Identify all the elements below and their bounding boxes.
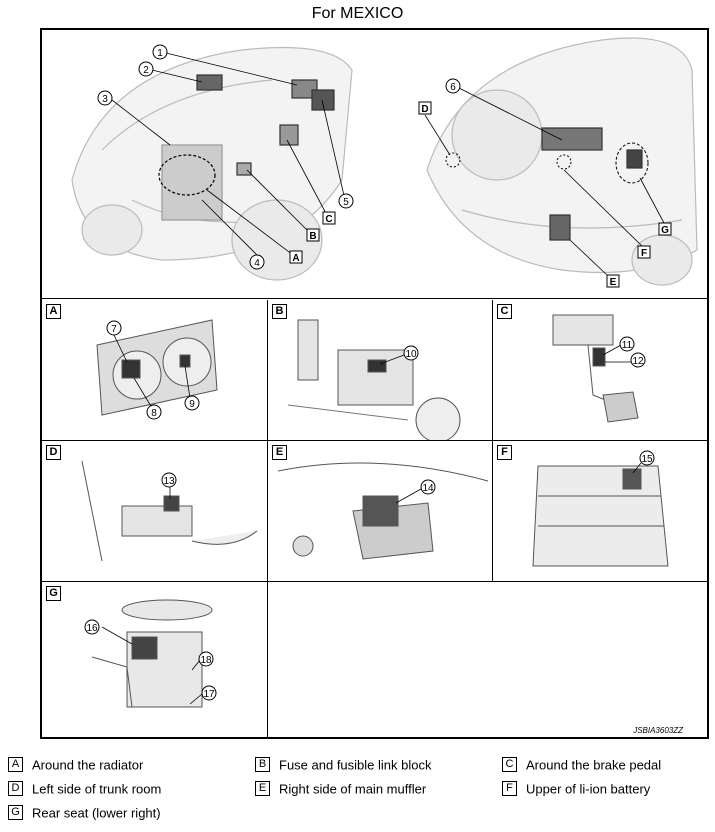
panel-A-drawing: 7 8 9 xyxy=(96,319,218,420)
panel-D: D 13 xyxy=(42,441,268,582)
panel-G: G 16 18 17 xyxy=(42,582,268,737)
callout-label: 7 xyxy=(111,324,117,335)
panel-C: C 11 12 xyxy=(493,300,707,441)
callout-label: 18 xyxy=(200,655,212,666)
callout-6: 6 xyxy=(450,82,456,93)
panel-F-drawing: 15 xyxy=(532,450,669,567)
panel-E-drawing: 14 xyxy=(277,462,489,560)
panel-A-tag: A xyxy=(46,304,61,319)
rear-leader-lines xyxy=(424,87,665,276)
panel-E: E 14 xyxy=(268,441,493,582)
panel-F-tag: F xyxy=(497,445,512,460)
diagram-code: JSBIA3603ZZ xyxy=(633,726,683,735)
callout-label: 14 xyxy=(422,483,434,494)
callout-label: 8 xyxy=(151,408,157,419)
callout-1: 1 xyxy=(157,48,163,59)
callout-2: 2 xyxy=(143,65,149,76)
callout-label: 16 xyxy=(86,623,98,634)
callout-label: 9 xyxy=(189,399,195,410)
diagram-frame: 1 2 3 4 5 C B A xyxy=(40,28,709,739)
callout-label: 13 xyxy=(163,476,175,487)
page-title: For MEXICO xyxy=(311,5,404,22)
front-letter-callouts: C B A xyxy=(289,211,336,264)
callout-label: 10 xyxy=(405,349,417,360)
rear-letter-callouts: D E F G xyxy=(418,101,672,288)
callout-4: 4 xyxy=(254,258,260,269)
panel-D-drawing: 13 xyxy=(81,460,258,562)
callout-3: 3 xyxy=(102,94,108,105)
panel-G-tag: G xyxy=(46,586,61,601)
letter-G: G xyxy=(661,225,669,236)
rear-number-callouts: 6 xyxy=(445,78,461,94)
panel-B-drawing: 10 xyxy=(287,319,461,440)
vehicle-overview: 1 2 3 4 5 C B A xyxy=(42,30,707,299)
letter-A: A xyxy=(292,253,299,264)
panel-F: F 15 xyxy=(493,441,707,582)
vehicle-overview-drawing: 1 2 3 4 5 C B A xyxy=(71,37,698,288)
letter-E: E xyxy=(610,277,617,288)
letter-C: C xyxy=(325,214,332,225)
callout-label: 17 xyxy=(203,689,215,700)
letter-F: F xyxy=(641,248,647,259)
panel-D-tag: D xyxy=(46,445,61,460)
callout-label: 15 xyxy=(641,454,653,465)
panel-E-tag: E xyxy=(272,445,287,460)
front-number-callouts: 1 2 3 4 5 xyxy=(97,44,354,270)
panel-C-tag: C xyxy=(497,304,512,319)
letter-B: B xyxy=(309,231,316,242)
panel-C-drawing: 11 12 xyxy=(552,314,646,423)
radiator-highlight xyxy=(158,154,216,196)
callout-label: 11 xyxy=(622,340,633,351)
letter-D: D xyxy=(421,104,428,115)
panel-B-tag: B xyxy=(272,304,287,319)
rear-vehicle-view xyxy=(426,37,698,286)
front-vehicle-view xyxy=(71,46,353,281)
callout-5: 5 xyxy=(343,197,349,208)
panel-B: B 10 xyxy=(268,300,493,441)
front-leader-lines xyxy=(111,52,346,261)
callout-label: 12 xyxy=(632,356,644,367)
panel-A: A 7 8 9 xyxy=(42,300,268,441)
panel-G-drawing: 16 18 17 xyxy=(84,599,217,708)
